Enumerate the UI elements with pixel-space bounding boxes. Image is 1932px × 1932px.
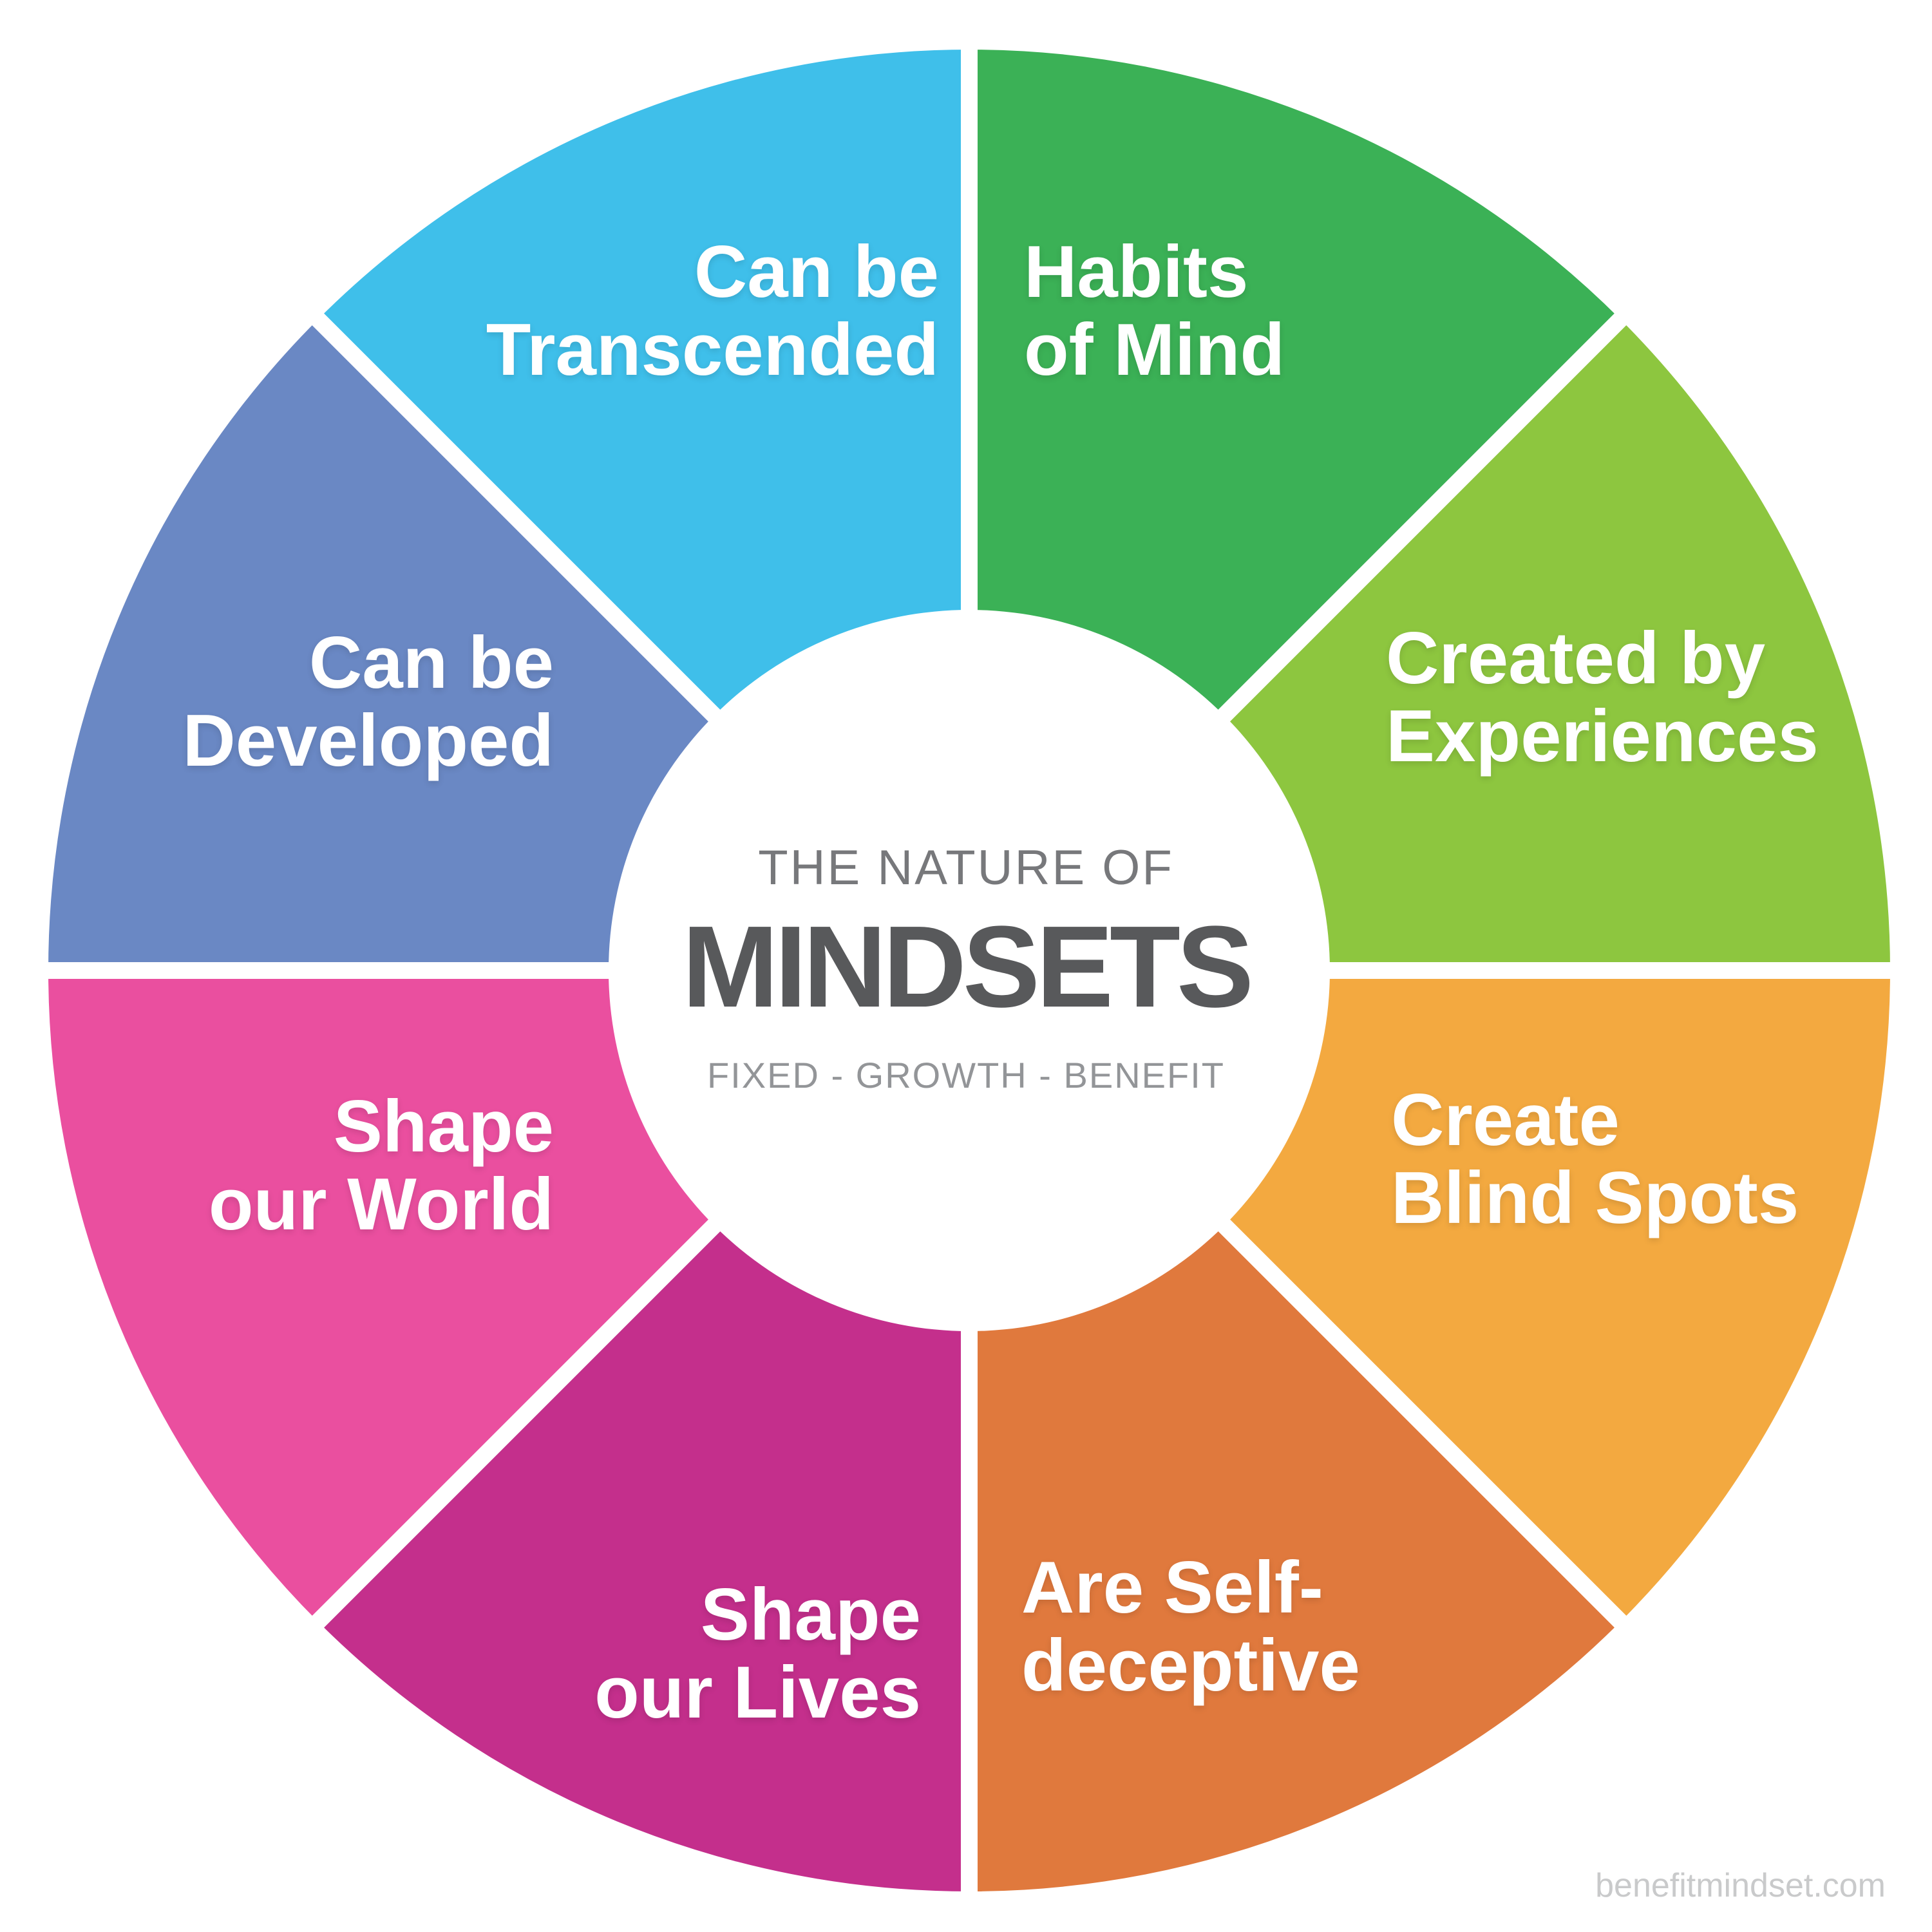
segment-label-line: Create (1391, 1079, 1620, 1161)
segment-label-line: Created by (1386, 618, 1766, 699)
segment-label-line: deceptive (1021, 1624, 1360, 1707)
segment-label-line: Can be (308, 622, 554, 704)
segment-label-line: Transcended (486, 308, 939, 391)
segment-label-line: our World (208, 1163, 554, 1245)
segment-label-line: our Lives (594, 1651, 921, 1734)
segment-label-line: Experiences (1386, 695, 1819, 777)
wheel-center-subtitle: FIXED - GROWTH - BENEFIT (707, 1055, 1225, 1095)
segment-label-line: Are Self- (1021, 1547, 1323, 1629)
segment-label-line: of Mind (1024, 308, 1285, 391)
segment-label-line: Can be (694, 231, 939, 313)
watermark-url: benefitmindset.com (1595, 1867, 1886, 1904)
segment-label-line: Developed (182, 699, 554, 782)
segment-label-line: Habits (1024, 231, 1249, 313)
segment-label-line: Shape (333, 1086, 554, 1168)
segment-label-line: Blind Spots (1391, 1157, 1799, 1239)
segment-label-line: Shape (700, 1574, 921, 1656)
segment-label-are-self-deceptive: Are Self-deceptive (1021, 1549, 1360, 1705)
wheel-inner-circle (609, 610, 1330, 1331)
wheel-center-kicker: THE NATURE OF (758, 840, 1174, 895)
wheel-center-title: MINDSETS (681, 902, 1254, 1032)
